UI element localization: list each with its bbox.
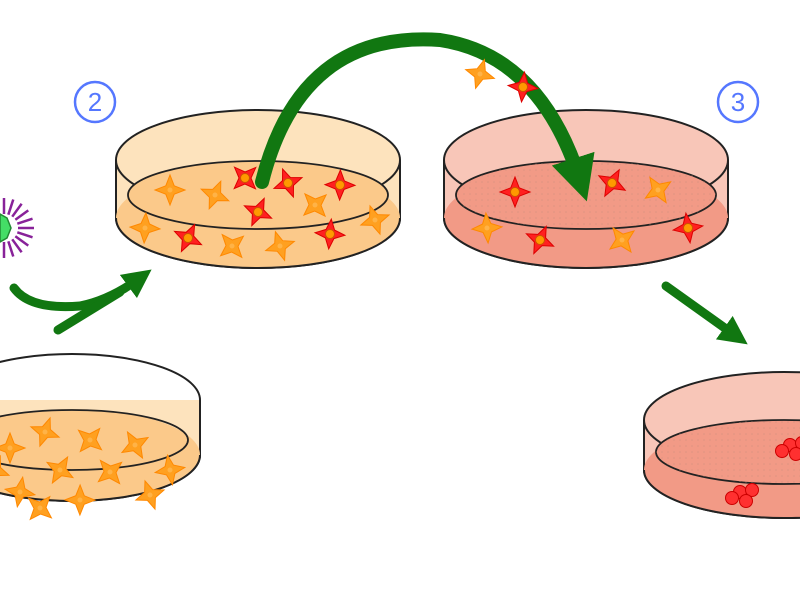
petri-dish-2 xyxy=(115,109,401,269)
cell-nucleus xyxy=(477,71,483,77)
cell-nucleus xyxy=(17,489,23,495)
step-badge-3: 3 xyxy=(716,80,760,124)
arrow-icon-dish3-to-dish4 xyxy=(661,281,748,345)
virus-spike xyxy=(11,238,23,254)
cell-nucleus xyxy=(183,233,193,243)
cell-nucleus xyxy=(107,469,113,475)
virus-spike xyxy=(11,202,23,218)
virus-spike xyxy=(16,217,33,225)
cell-nucleus xyxy=(518,82,528,92)
lysed-cell-icon xyxy=(789,447,800,461)
cell-nucleus xyxy=(325,229,335,239)
step-number-3: 3 xyxy=(731,87,745,117)
petri-dish-3 xyxy=(443,109,729,269)
cell-nucleus xyxy=(372,217,378,223)
cell-nucleus xyxy=(142,225,148,231)
cell-nucleus xyxy=(132,442,138,448)
cell-nucleus xyxy=(335,180,345,190)
arrow-icon-virus-to-dish xyxy=(9,269,152,335)
cell-nucleus xyxy=(683,223,693,233)
lysed-cell-icon xyxy=(795,436,800,450)
cell-nucleus xyxy=(167,187,173,193)
lysed-cell-icon xyxy=(739,494,753,508)
petri-dish-4 xyxy=(643,371,800,519)
cell-nucleus xyxy=(535,235,545,245)
lysed-cell-icon xyxy=(745,483,759,497)
lysed-cell-icon xyxy=(775,444,789,458)
cell-nucleus xyxy=(229,243,235,249)
cell-nucleus xyxy=(312,202,318,208)
cell-nucleus xyxy=(77,497,83,503)
cell-nucleus xyxy=(253,207,263,217)
cell-nucleus xyxy=(484,225,490,231)
lysed-cell-icon xyxy=(725,491,739,505)
step-number-2: 2 xyxy=(88,87,102,117)
virus-spike xyxy=(7,240,15,257)
virus-spike xyxy=(14,235,30,247)
virus-icon xyxy=(0,198,34,258)
cell-nucleus xyxy=(277,243,283,249)
cell-nucleus xyxy=(619,237,625,243)
step-badge-2: 2 xyxy=(73,80,117,124)
cell-nucleus xyxy=(655,187,661,193)
cell-icon xyxy=(0,454,11,476)
transferred-cells xyxy=(464,58,540,104)
cell-nucleus xyxy=(283,178,293,188)
cell-nucleus xyxy=(607,178,617,188)
cell-nucleus xyxy=(240,173,250,183)
virus-spike xyxy=(16,231,33,239)
cell-nucleus xyxy=(37,505,43,511)
cell-nucleus xyxy=(57,467,63,473)
cell-nucleus xyxy=(87,437,93,443)
cell-nucleus xyxy=(167,467,173,473)
cell-nucleus xyxy=(42,429,48,435)
petri-dish-1 xyxy=(0,353,201,521)
cell-nucleus xyxy=(7,445,13,451)
arrow-icon-dish2-to-dish3 xyxy=(255,32,595,202)
cell-nucleus xyxy=(147,492,153,498)
cell-nucleus xyxy=(212,192,218,198)
virus-spike xyxy=(7,199,15,216)
virus-spike xyxy=(14,209,30,221)
cell-nucleus xyxy=(510,187,520,197)
